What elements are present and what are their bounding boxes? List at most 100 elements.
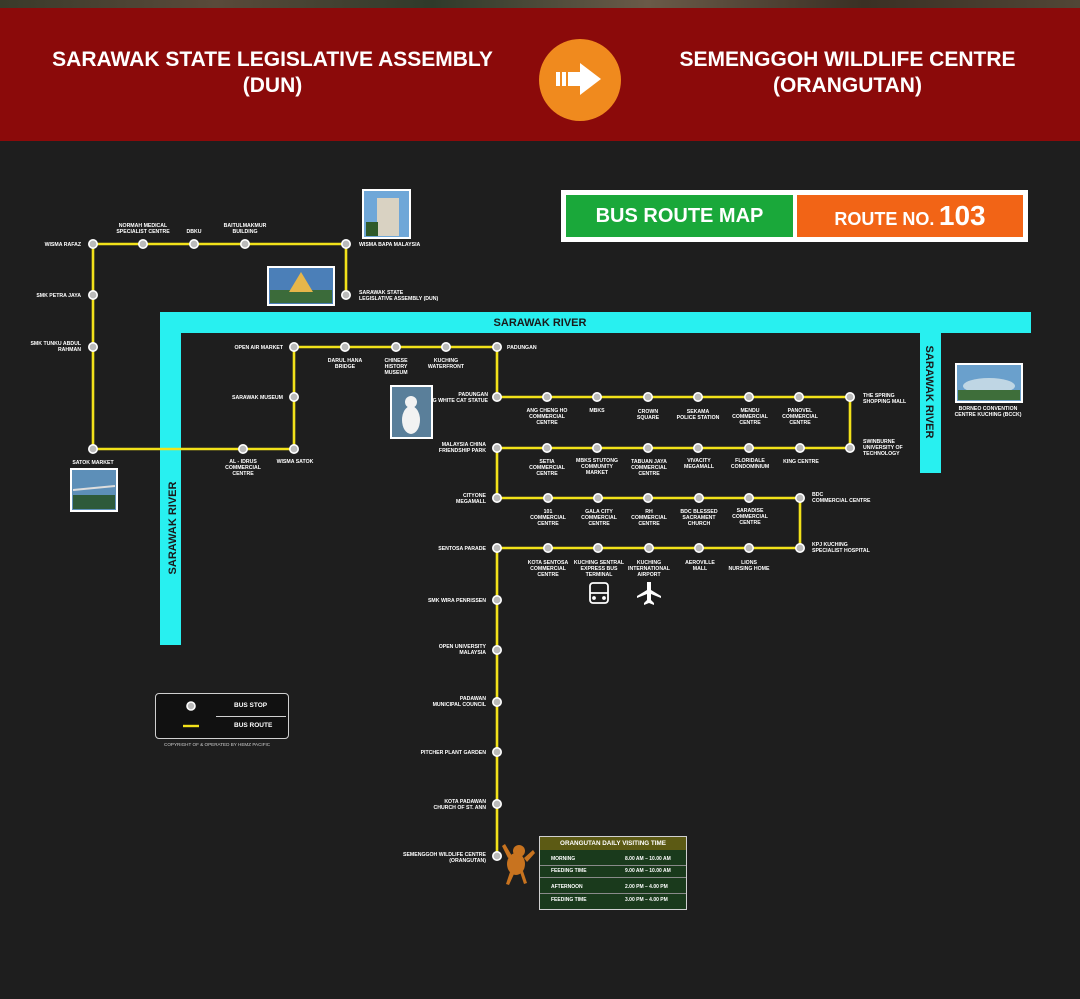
- stop-floridale[interactable]: [743, 442, 754, 453]
- label-floridale: FLORIDALE: [735, 458, 765, 464]
- label-gala-city-3: CENTRE: [588, 521, 610, 527]
- label-saradise-3: CENTRE: [739, 520, 761, 526]
- stop-ang-cheng-ho[interactable]: [541, 391, 552, 402]
- stop-semenggoh[interactable]: [491, 850, 502, 861]
- label-kota-padawan-2: CHURCH OF ST. ANN: [433, 805, 486, 811]
- label-kpj: KPJ KUCHING: [812, 542, 848, 548]
- stop-smk-tunku[interactable]: [88, 341, 99, 352]
- label-wisma-rafaz: WISMA RAFAZ: [45, 242, 82, 248]
- stop-pitcher[interactable]: [491, 746, 502, 757]
- label-crown-2: SQUARE: [637, 415, 660, 421]
- stop-normah[interactable]: [138, 239, 149, 250]
- stop-sentral[interactable]: [592, 542, 603, 553]
- stop-padawan[interactable]: [491, 696, 502, 707]
- timetable-title: ORANGUTAN DAILY VISITING TIME: [540, 837, 686, 850]
- stop-101[interactable]: [542, 492, 553, 503]
- stop-cat-statue[interactable]: [491, 391, 502, 402]
- stop-smk-wira[interactable]: [491, 594, 502, 605]
- river-label-top: SARAWAK RIVER: [494, 317, 587, 329]
- stop-mbks-stutong[interactable]: [591, 442, 602, 453]
- photo-wisma-bapa: [362, 189, 411, 239]
- stop-tabuan[interactable]: [642, 442, 653, 453]
- stop-swinburne[interactable]: [844, 442, 855, 453]
- label-oum-2: MALAYSIA: [459, 650, 486, 656]
- legend-bus-stop-label: BUS STOP: [234, 702, 268, 709]
- label-sentral: KUCHING SENTRAL: [574, 560, 625, 566]
- label-rh-2: COMMERCIAL: [631, 515, 668, 521]
- label-waterfront-2: WATERFRONT: [428, 364, 465, 370]
- label-sentosa-parade: SENTOSA PARADE: [438, 546, 486, 552]
- route-title-box: BUS ROUTE MAP ROUTE NO. 103: [561, 190, 1028, 242]
- label-kota-padawan: KOTA PADAWAN: [444, 799, 486, 805]
- stop-saradise[interactable]: [743, 492, 754, 503]
- arrow-right-icon: [556, 63, 601, 95]
- direction-arrow: [539, 39, 621, 121]
- stop-lions[interactable]: [743, 542, 754, 553]
- stop-panovel[interactable]: [793, 391, 804, 402]
- stop-aeroville[interactable]: [693, 542, 704, 553]
- stop-sekama[interactable]: [692, 391, 703, 402]
- stop-vivacity[interactable]: [692, 442, 703, 453]
- stop-dun[interactable]: [340, 289, 351, 300]
- label-the-spring-2: SHOPPING MALL: [863, 399, 907, 405]
- map-legend: BUS STOP BUS ROUTE: [155, 693, 289, 739]
- stop-alidrus[interactable]: [238, 443, 249, 454]
- stop-kota-sentosa[interactable]: [542, 542, 553, 553]
- label-bdc-church: BDC BLESSED: [680, 509, 717, 515]
- stop-sentosa-parade[interactable]: [491, 542, 502, 553]
- label-mendu-3: CENTRE: [739, 420, 761, 426]
- label-saradise: SARADISE: [737, 508, 764, 514]
- label-padawan-2: MUNICIPAL COUNCIL: [433, 702, 487, 708]
- stop-cityone[interactable]: [491, 492, 502, 503]
- stop-bdc-church[interactable]: [693, 492, 704, 503]
- stop-padungan[interactable]: [491, 341, 502, 352]
- stop-airport[interactable]: [643, 542, 654, 553]
- stop-rh[interactable]: [642, 492, 653, 503]
- label-mcfp: MALAYSIA CHINA: [442, 442, 487, 448]
- stop-oum[interactable]: [491, 644, 502, 655]
- label-smk-tunku: SMK TUNKU ABDUL: [30, 341, 81, 347]
- stop-mendu[interactable]: [743, 391, 754, 402]
- stop-bdc[interactable]: [794, 492, 805, 503]
- stop-chinese-museum[interactable]: [390, 341, 401, 352]
- label-swinburne-2: UNIVERSITY OF: [863, 445, 903, 451]
- label-panovel: PANOVEL: [788, 408, 814, 414]
- stop-wisma-rafaz[interactable]: [88, 239, 99, 250]
- legend-bus-route-label: BUS ROUTE: [234, 722, 273, 729]
- bus-stop-icon: [186, 701, 196, 711]
- label-vivacity-2: MEGAMALL: [684, 464, 715, 470]
- label-satok: SATOK MARKET: [72, 460, 114, 466]
- stop-gala-city[interactable]: [592, 492, 603, 503]
- stop-sarawak-museum[interactable]: [288, 391, 299, 402]
- stop-mcfp[interactable]: [491, 442, 502, 453]
- stop-satok[interactable]: [88, 443, 99, 454]
- origin-title: SARAWAK STATE LEGISLATIVE ASSEMBLY(DUN): [52, 48, 493, 97]
- label-baitulmakmur: BAITULMAKMUR: [224, 223, 267, 229]
- label-swinburne-3: TECHNOLOGY: [863, 451, 900, 457]
- stop-kpj[interactable]: [794, 542, 805, 553]
- stop-smk-petra[interactable]: [88, 289, 99, 300]
- stop-dbku[interactable]: [189, 239, 200, 250]
- label-floridale-2: CONDOMINIUM: [731, 464, 769, 470]
- label-alidrus-2: COMMERCIAL: [225, 465, 262, 471]
- stop-baitulmakmur[interactable]: [240, 239, 251, 250]
- stop-open-air[interactable]: [288, 341, 299, 352]
- label-kota-sentosa: KOTA SENTOSA: [528, 560, 569, 566]
- stop-mbks[interactable]: [591, 391, 602, 402]
- river-label-left: SARAWAK RIVER: [167, 481, 179, 574]
- stop-kota-padawan[interactable]: [491, 798, 502, 809]
- orangutan-icon: [502, 844, 535, 885]
- stop-setia[interactable]: [541, 442, 552, 453]
- stop-wisma-satok[interactable]: [288, 443, 299, 454]
- stop-waterfront[interactable]: [440, 341, 451, 352]
- label-chinese-museum: CHINESE: [384, 358, 408, 364]
- label-waterfront: KUCHING: [434, 358, 458, 364]
- stop-darul-hana[interactable]: [339, 341, 350, 352]
- stop-king-centre[interactable]: [794, 442, 805, 453]
- label-bdc-church-3: CHURCH: [688, 521, 711, 527]
- stop-wisma-bapa[interactable]: [340, 239, 351, 250]
- stop-the-spring[interactable]: [844, 391, 855, 402]
- stop-crown[interactable]: [642, 391, 653, 402]
